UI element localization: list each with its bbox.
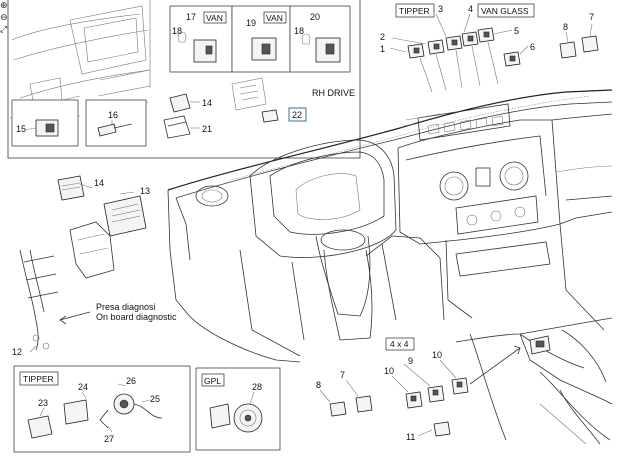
inset-panel-top <box>7 0 361 159</box>
zoom-out-icon[interactable]: ⊖ <box>0 13 8 23</box>
callout-15[interactable]: 15 <box>16 124 26 134</box>
tipper-bottom-box <box>13 365 191 453</box>
diagnostic-assembly <box>19 175 147 353</box>
expand-icon[interactable]: ⤢ <box>0 25 8 35</box>
label-rh-drive: RH DRIVE <box>312 88 355 98</box>
callout-26[interactable]: 26 <box>126 376 136 386</box>
callout-4[interactable]: 4 <box>468 4 473 14</box>
label-diagnostic-en: On board diagnostic <box>96 312 177 322</box>
callout-10-right[interactable]: 10 <box>432 350 442 360</box>
switch-group-top <box>389 3 599 93</box>
callout-3[interactable]: 3 <box>438 4 443 14</box>
callout-21[interactable]: 21 <box>202 124 212 134</box>
label-tipper-bottom: TIPPER <box>23 374 54 384</box>
label-diagnostic-it: Presa diagnosi <box>96 302 156 312</box>
callout-9[interactable]: 9 <box>408 356 413 366</box>
label-van-left: VAN <box>206 13 223 23</box>
label-4x4: 4 x 4 <box>390 339 409 349</box>
label-van-mid: VAN <box>266 13 283 23</box>
callout-6[interactable]: 6 <box>530 42 535 52</box>
part-22-highlight[interactable] <box>288 107 307 122</box>
label-van-glass: VAN GLASS <box>481 6 529 16</box>
callout-27[interactable]: 27 <box>104 434 114 444</box>
callout-18[interactable]: 18 <box>172 26 182 36</box>
callout-14[interactable]: 14 <box>94 178 104 188</box>
callout-7[interactable]: 7 <box>589 12 594 22</box>
callout-28[interactable]: 28 <box>252 382 262 392</box>
dashboard-assembly <box>167 89 613 363</box>
callout-8-bottom[interactable]: 8 <box>316 380 321 390</box>
switch-group-bottom <box>319 337 521 437</box>
callout-13[interactable]: 13 <box>140 186 150 196</box>
label-gpl: GPL <box>204 376 221 386</box>
label-tipper-top: TIPPER <box>399 6 430 16</box>
callout-5[interactable]: 5 <box>514 26 519 36</box>
callout-2[interactable]: 2 <box>380 32 385 42</box>
callout-23[interactable]: 23 <box>38 398 48 408</box>
callout-17[interactable]: 17 <box>186 12 196 22</box>
callout-18b[interactable]: 18 <box>294 26 304 36</box>
callout-19[interactable]: 19 <box>246 18 256 28</box>
callout-12[interactable]: 12 <box>12 347 22 357</box>
zoom-in-icon[interactable]: ⊕ <box>0 1 8 11</box>
gpl-box <box>195 367 281 451</box>
callout-14-inset[interactable]: 14 <box>202 98 212 108</box>
callout-16[interactable]: 16 <box>108 110 118 120</box>
callout-11[interactable]: 11 <box>406 432 415 442</box>
callout-20[interactable]: 20 <box>310 12 320 22</box>
console-inset <box>455 317 613 445</box>
callout-10-left[interactable]: 10 <box>384 366 394 376</box>
callout-8[interactable]: 8 <box>563 22 568 32</box>
callout-22[interactable]: 22 <box>292 110 302 120</box>
callout-1[interactable]: 1 <box>380 44 385 54</box>
callout-24[interactable]: 24 <box>78 382 88 392</box>
callout-7-bottom[interactable]: 7 <box>340 370 345 380</box>
callout-25[interactable]: 25 <box>150 394 160 404</box>
